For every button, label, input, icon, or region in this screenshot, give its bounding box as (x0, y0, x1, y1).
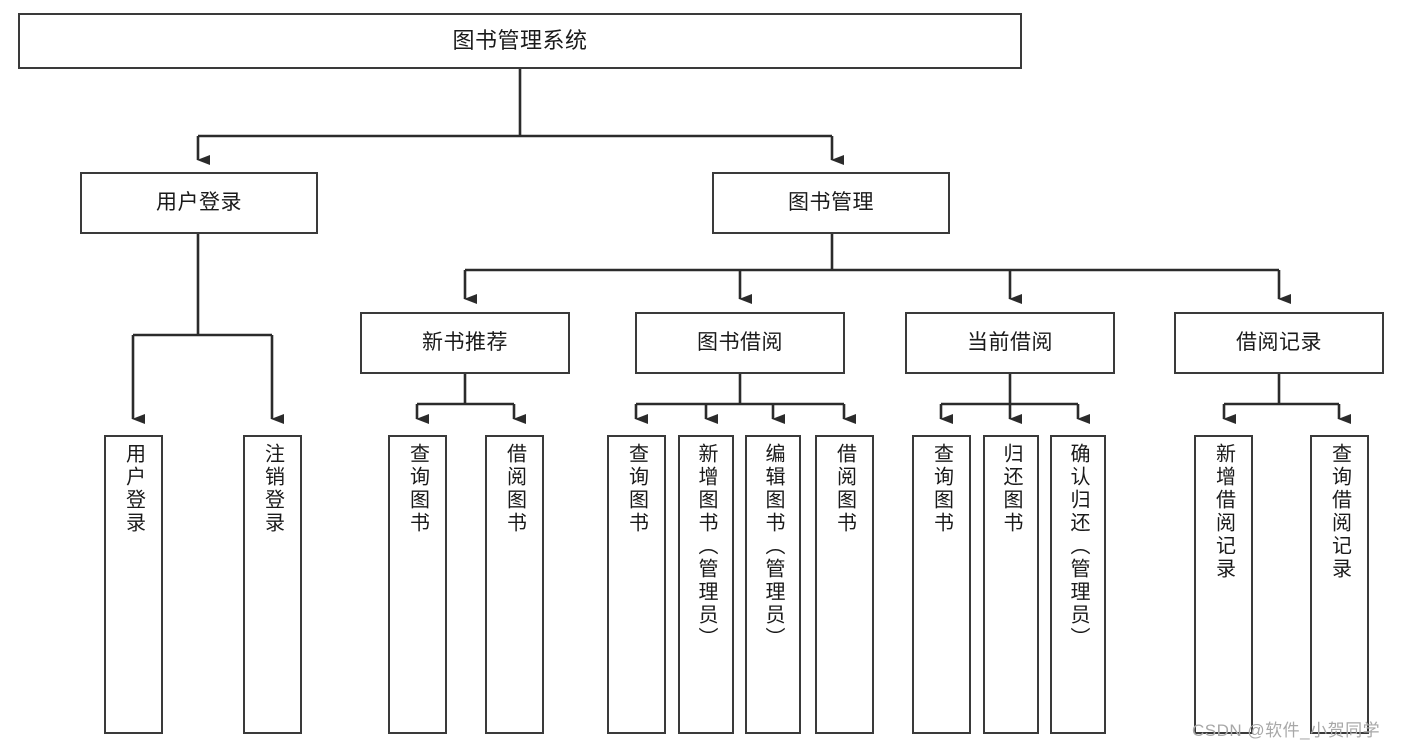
node-label: 查询图书 (930, 443, 953, 535)
node-book-borrow[interactable]: 图书借阅 (635, 312, 845, 374)
leaf-add-book-admin[interactable]: 新增图书（管理员） (678, 435, 734, 734)
node-label: 确认归还（管理员） (1067, 443, 1089, 650)
leaf-borrow-book-recommend[interactable]: 借阅图书 (485, 435, 544, 734)
node-label: 用户登录 (122, 443, 145, 535)
node-label: 新增图书（管理员） (695, 443, 717, 650)
node-label: 查询图书 (625, 443, 648, 535)
leaf-confirm-return-admin[interactable]: 确认归还（管理员） (1050, 435, 1106, 734)
node-label: 图书管理 (788, 190, 874, 214)
node-label: 归还图书 (1000, 443, 1022, 535)
node-label: 图书管理系统 (452, 28, 588, 54)
leaf-add-borrow-record[interactable]: 新增借阅记录 (1194, 435, 1253, 734)
node-label: 新书推荐 (422, 330, 508, 354)
node-label: 新增借阅记录 (1212, 443, 1235, 581)
node-label: 查询借阅记录 (1328, 443, 1351, 581)
node-new-book-recommend[interactable]: 新书推荐 (360, 312, 570, 374)
node-label: 借阅图书 (503, 443, 526, 535)
node-label: 图书借阅 (697, 330, 783, 354)
leaf-query-borrow-record[interactable]: 查询借阅记录 (1310, 435, 1369, 734)
leaf-query-book-recommend[interactable]: 查询图书 (388, 435, 447, 734)
csdn-watermark: CSDN @软件_小贺同学 (1192, 721, 1381, 740)
node-label: 查询图书 (406, 443, 429, 535)
node-root-system[interactable]: 图书管理系统 (18, 13, 1022, 69)
node-label: 借阅记录 (1236, 330, 1322, 354)
node-label: 用户登录 (156, 190, 242, 214)
leaf-edit-book-admin[interactable]: 编辑图书（管理员） (745, 435, 801, 734)
leaf-user-login[interactable]: 用户登录 (104, 435, 163, 734)
leaf-logout[interactable]: 注销登录 (243, 435, 302, 734)
node-label: 当前借阅 (967, 330, 1053, 354)
leaf-query-book-current[interactable]: 查询图书 (912, 435, 971, 734)
node-label: 借阅图书 (833, 443, 856, 535)
node-borrow-record[interactable]: 借阅记录 (1174, 312, 1384, 374)
node-label: 注销登录 (261, 443, 284, 535)
leaf-return-book[interactable]: 归还图书 (983, 435, 1039, 734)
node-book-management[interactable]: 图书管理 (712, 172, 950, 234)
node-user-login[interactable]: 用户登录 (80, 172, 318, 234)
leaf-borrow-book[interactable]: 借阅图书 (815, 435, 874, 734)
leaf-query-book-borrow[interactable]: 查询图书 (607, 435, 666, 734)
node-current-borrow[interactable]: 当前借阅 (905, 312, 1115, 374)
node-label: 编辑图书（管理员） (762, 443, 784, 650)
